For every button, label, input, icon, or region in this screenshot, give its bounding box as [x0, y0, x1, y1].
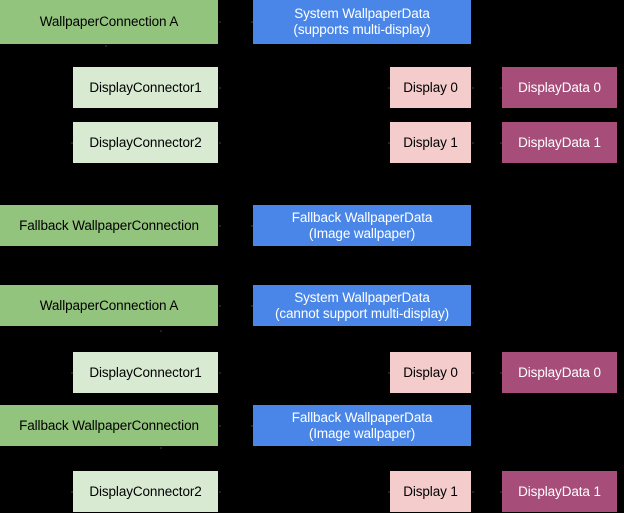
node-fallback-wallpaperdata-image-wallpaper[interactable]: Fallback WallpaperData(Image wallpaper) — [253, 405, 471, 446]
connector-port-dot — [71, 372, 73, 374]
node-display-data-1[interactable]: DisplayData 1 — [502, 471, 617, 512]
node-label: Display 0 — [403, 79, 458, 95]
node-display-0[interactable]: Display 0 — [390, 67, 471, 108]
node-fallback-wallpaperdata-image-wallpaper[interactable]: Fallback WallpaperData(Image wallpaper) — [253, 205, 471, 246]
connector-port-dot — [251, 425, 253, 427]
node-display-data-1[interactable]: DisplayData 1 — [502, 122, 617, 163]
node-label: Fallback WallpaperData — [291, 209, 433, 225]
connector-port-dot — [500, 491, 502, 493]
node-fallback-wallpaper-connection[interactable]: Fallback WallpaperConnection — [0, 405, 218, 446]
node-label: DisplayData 0 — [518, 364, 601, 380]
node-display-connector-1[interactable]: DisplayConnector1 — [73, 352, 218, 393]
connector-port-dot — [105, 45, 107, 47]
connector-port-dot — [500, 87, 502, 89]
connector-port-dot — [251, 21, 253, 23]
connector-port-dot — [472, 491, 474, 493]
node-label: DisplayConnector1 — [89, 364, 202, 380]
node-display-0[interactable]: Display 0 — [390, 352, 471, 393]
connector-port-dot — [219, 142, 221, 144]
node-label: Fallback WallpaperConnection — [19, 417, 199, 433]
connector-port-dot — [71, 491, 73, 493]
node-label: Display 0 — [403, 364, 458, 380]
connector-port-dot — [500, 372, 502, 374]
node-label: DisplayConnector1 — [89, 79, 202, 95]
node-display-connector-1[interactable]: DisplayConnector1 — [73, 67, 218, 108]
connector-port-dot — [500, 142, 502, 144]
node-label: DisplayData 1 — [518, 134, 601, 150]
connector-port-dot — [251, 225, 253, 227]
node-wallpaper-connection-a[interactable]: WallpaperConnection A — [0, 0, 218, 44]
connector-port-dot — [472, 372, 474, 374]
node-display-data-0[interactable]: DisplayData 0 — [502, 352, 617, 393]
node-label: System WallpaperData — [294, 6, 430, 22]
node-label: Display 1 — [403, 134, 458, 150]
connector-port-dot — [388, 142, 390, 144]
node-display-connector-2[interactable]: DisplayConnector2 — [73, 122, 218, 163]
node-display-1[interactable]: Display 1 — [390, 471, 471, 512]
node-label: DisplayData 0 — [518, 79, 601, 95]
node-label: System WallpaperData — [294, 289, 430, 305]
connector-port-dot — [219, 87, 221, 89]
connector-port-dot — [160, 447, 162, 449]
connector-port-dot — [160, 330, 162, 332]
connector-port-dot — [71, 142, 73, 144]
node-label-secondary: (Image wallpaper) — [308, 425, 416, 441]
connector-port-dot — [251, 305, 253, 307]
node-label: DisplayConnector2 — [89, 134, 202, 150]
connector-port-dot — [388, 87, 390, 89]
node-label: Display 1 — [403, 483, 458, 499]
connector-port-dot — [219, 225, 221, 227]
node-label-secondary: (cannot support multi-display) — [274, 305, 450, 321]
connector-port-dot — [388, 372, 390, 374]
node-label: DisplayConnector2 — [89, 483, 202, 499]
node-system-wallpaperdata-supports-multi-display[interactable]: System WallpaperData(supports multi-disp… — [253, 0, 471, 44]
node-wallpaper-connection-a[interactable]: WallpaperConnection A — [0, 285, 218, 326]
connector-port-dot — [472, 142, 474, 144]
node-label-secondary: (Image wallpaper) — [308, 225, 416, 241]
node-system-wallpaperdata-cannot-support-multi-display[interactable]: System WallpaperData(cannot support mult… — [253, 285, 471, 326]
node-label: WallpaperConnection A — [39, 297, 179, 313]
connector-port-dot — [219, 372, 221, 374]
node-label: Fallback WallpaperData — [291, 409, 433, 425]
node-display-1[interactable]: Display 1 — [390, 122, 471, 163]
connector-port-dot — [219, 491, 221, 493]
node-fallback-wallpaper-connection[interactable]: Fallback WallpaperConnection — [0, 205, 218, 246]
node-display-connector-2[interactable]: DisplayConnector2 — [73, 471, 218, 512]
connector-port-dot — [219, 21, 221, 23]
connector-port-dot — [219, 425, 221, 427]
node-label-secondary: (supports multi-display) — [293, 22, 431, 37]
node-label: DisplayData 1 — [518, 483, 601, 499]
node-display-data-0[interactable]: DisplayData 0 — [502, 67, 617, 108]
node-label: Fallback WallpaperConnection — [19, 217, 199, 233]
connector-port-dot — [472, 87, 474, 89]
node-label: WallpaperConnection A — [39, 14, 179, 30]
connector-port-dot — [388, 491, 390, 493]
connector-port-dot — [219, 305, 221, 307]
